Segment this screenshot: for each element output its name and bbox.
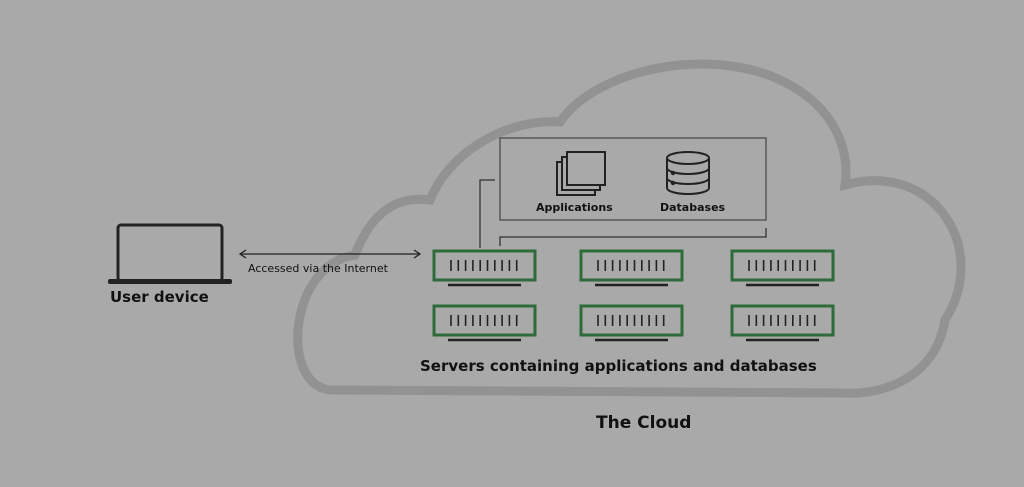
laptop-icon [108, 223, 232, 284]
applications-icon [556, 151, 606, 196]
server-icon [432, 304, 537, 342]
double-arrow-icon [238, 249, 422, 259]
applications-label: Applications [536, 201, 613, 214]
server-icon [730, 249, 835, 287]
databases-label: Databases [660, 201, 726, 214]
connector-lines [479, 179, 767, 248]
cloud-title: The Cloud [596, 413, 692, 433]
server-icon [730, 304, 835, 342]
server-icon [579, 249, 684, 287]
database-icon [666, 151, 710, 195]
servers-group [432, 249, 835, 342]
user-device-label: User device [110, 288, 209, 306]
connection-label: Accessed via the Internet [248, 262, 388, 275]
cloud-outline [293, 59, 966, 398]
apps-databases-box [499, 137, 767, 221]
server-icon [432, 249, 537, 287]
servers-label: Servers containing applications and data… [420, 357, 817, 375]
server-icon [579, 304, 684, 342]
